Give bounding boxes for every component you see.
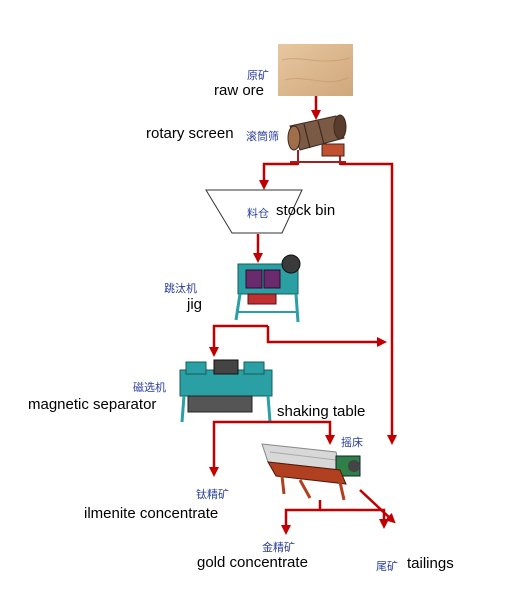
rotary-screen-machine-icon xyxy=(287,114,347,165)
rotary-screen-cn-label: 滚筒筛 xyxy=(246,130,279,143)
hopper-outline-icon xyxy=(205,189,303,234)
tailings-en-label: tailings xyxy=(407,555,454,572)
sand-pile-photo-icon xyxy=(278,44,353,96)
ilmenite-cn-label: 钛精矿 xyxy=(196,488,229,501)
jig-en-label: jig xyxy=(187,296,203,313)
gold-cn-label: 金精矿 xyxy=(262,541,295,554)
gold-en-label: gold concentrate xyxy=(197,554,308,571)
shaking-table-cn-label: 摇床 xyxy=(341,436,363,449)
stock-bin-cn-label: 料仓 xyxy=(247,207,269,220)
jig-cn-label: 跳汰机 xyxy=(164,282,197,295)
tailings-cn-label: 尾矿 xyxy=(376,560,398,573)
raw-ore-cn-label: 原矿 xyxy=(247,69,269,82)
raw-ore-en-label: raw ore xyxy=(214,82,265,99)
shaking-table-machine-icon xyxy=(261,443,361,501)
magnetic-separator-machine-icon xyxy=(179,359,273,423)
shaking-table-en-label: shaking table xyxy=(277,403,366,420)
ilmenite-en-label: ilmenite concentrate xyxy=(84,505,219,522)
magnetic-separator-cn-label: 磁选机 xyxy=(133,381,166,394)
rotary-screen-en-label: rotary screen xyxy=(146,125,234,142)
magnetic-separator-en-label: magnetic separator xyxy=(28,396,157,413)
stock-bin-en-label: stock bin xyxy=(276,202,336,219)
jig-machine-icon xyxy=(234,254,301,323)
flow-arrows xyxy=(209,96,397,535)
